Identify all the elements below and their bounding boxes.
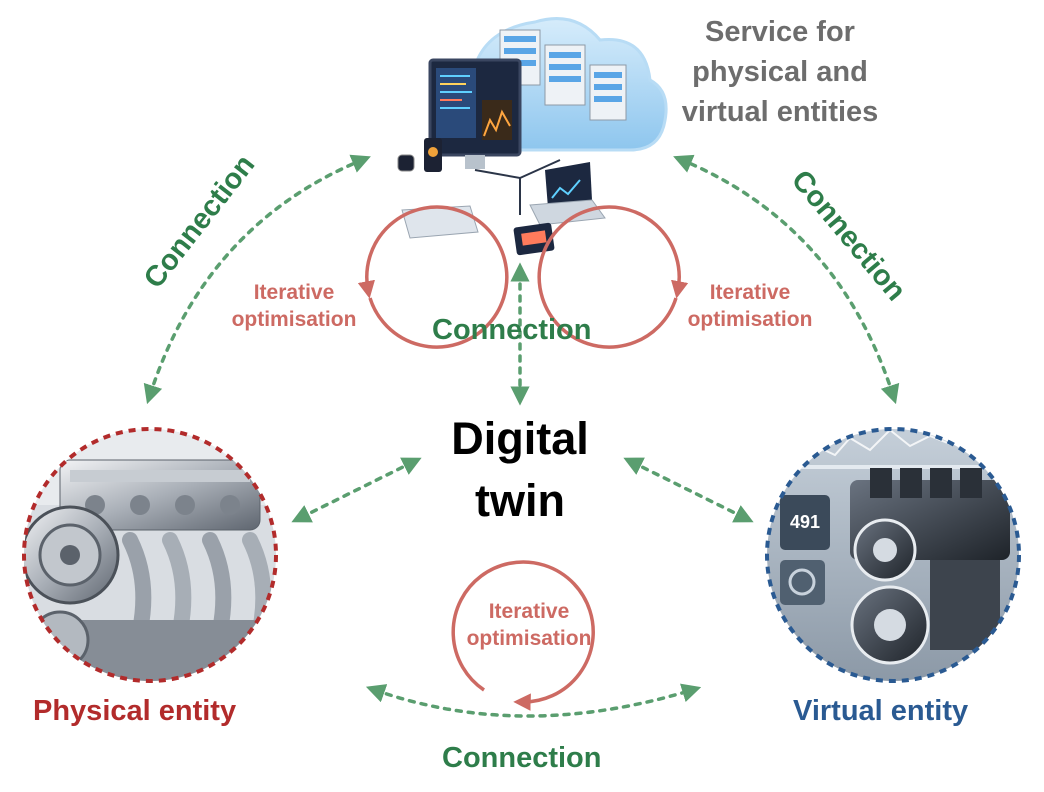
iterative-right-line1: Iterative <box>709 281 791 304</box>
connection-label-center: Connection <box>432 314 592 346</box>
iterative-label-bottom: Iterative optimisation <box>455 598 603 652</box>
phone-icon <box>424 138 442 172</box>
digital-twin-label: Digital twin <box>420 408 620 532</box>
cycle-arrow-bottom <box>451 560 595 711</box>
laptop-icon <box>529 162 606 226</box>
iterative-bottom-line2: optimisation <box>466 627 592 650</box>
arrow-twin-virtual <box>623 457 754 523</box>
service-label: Service for physical and virtual entitie… <box>660 12 900 132</box>
service-label-line2: physical and <box>692 56 868 88</box>
cloud-service-illustration <box>397 17 668 256</box>
physical-engine-image <box>22 427 278 683</box>
connection-label-bottom: Connection <box>442 742 602 774</box>
smartwatch-icon <box>397 154 415 172</box>
digital-twin-line1: Digital <box>451 413 589 464</box>
virtual-entity-label: Virtual entity <box>793 695 969 727</box>
network-cable <box>474 159 561 215</box>
virtual-entity-boundary <box>765 427 1021 683</box>
digital-twin-line2: twin <box>475 475 565 526</box>
cycle-arrow-left <box>357 205 509 349</box>
iterative-left-line1: Iterative <box>253 281 335 304</box>
service-label-line1: Service for <box>705 16 855 48</box>
service-label-line3: virtual entities <box>681 96 879 128</box>
monitor-icon <box>428 58 522 169</box>
physical-entity-boundary <box>22 427 278 683</box>
arrow-physical-virtual <box>365 683 702 718</box>
physical-entity-label: Physical entity <box>33 695 237 727</box>
screen-readout: 491 <box>790 512 820 532</box>
iterative-label-left: Iterative optimisation <box>220 279 368 333</box>
iterative-right-line2: optimisation <box>687 308 813 331</box>
iterative-label-right: Iterative optimisation <box>676 279 824 333</box>
iterative-bottom-line1: Iterative <box>488 600 570 623</box>
arrow-physical-service <box>143 154 371 405</box>
virtual-engine-image: 491 <box>765 427 1021 683</box>
iterative-left-line2: optimisation <box>231 308 357 331</box>
cycle-arrow-right <box>537 205 689 349</box>
arrow-twin-physical <box>291 457 422 523</box>
